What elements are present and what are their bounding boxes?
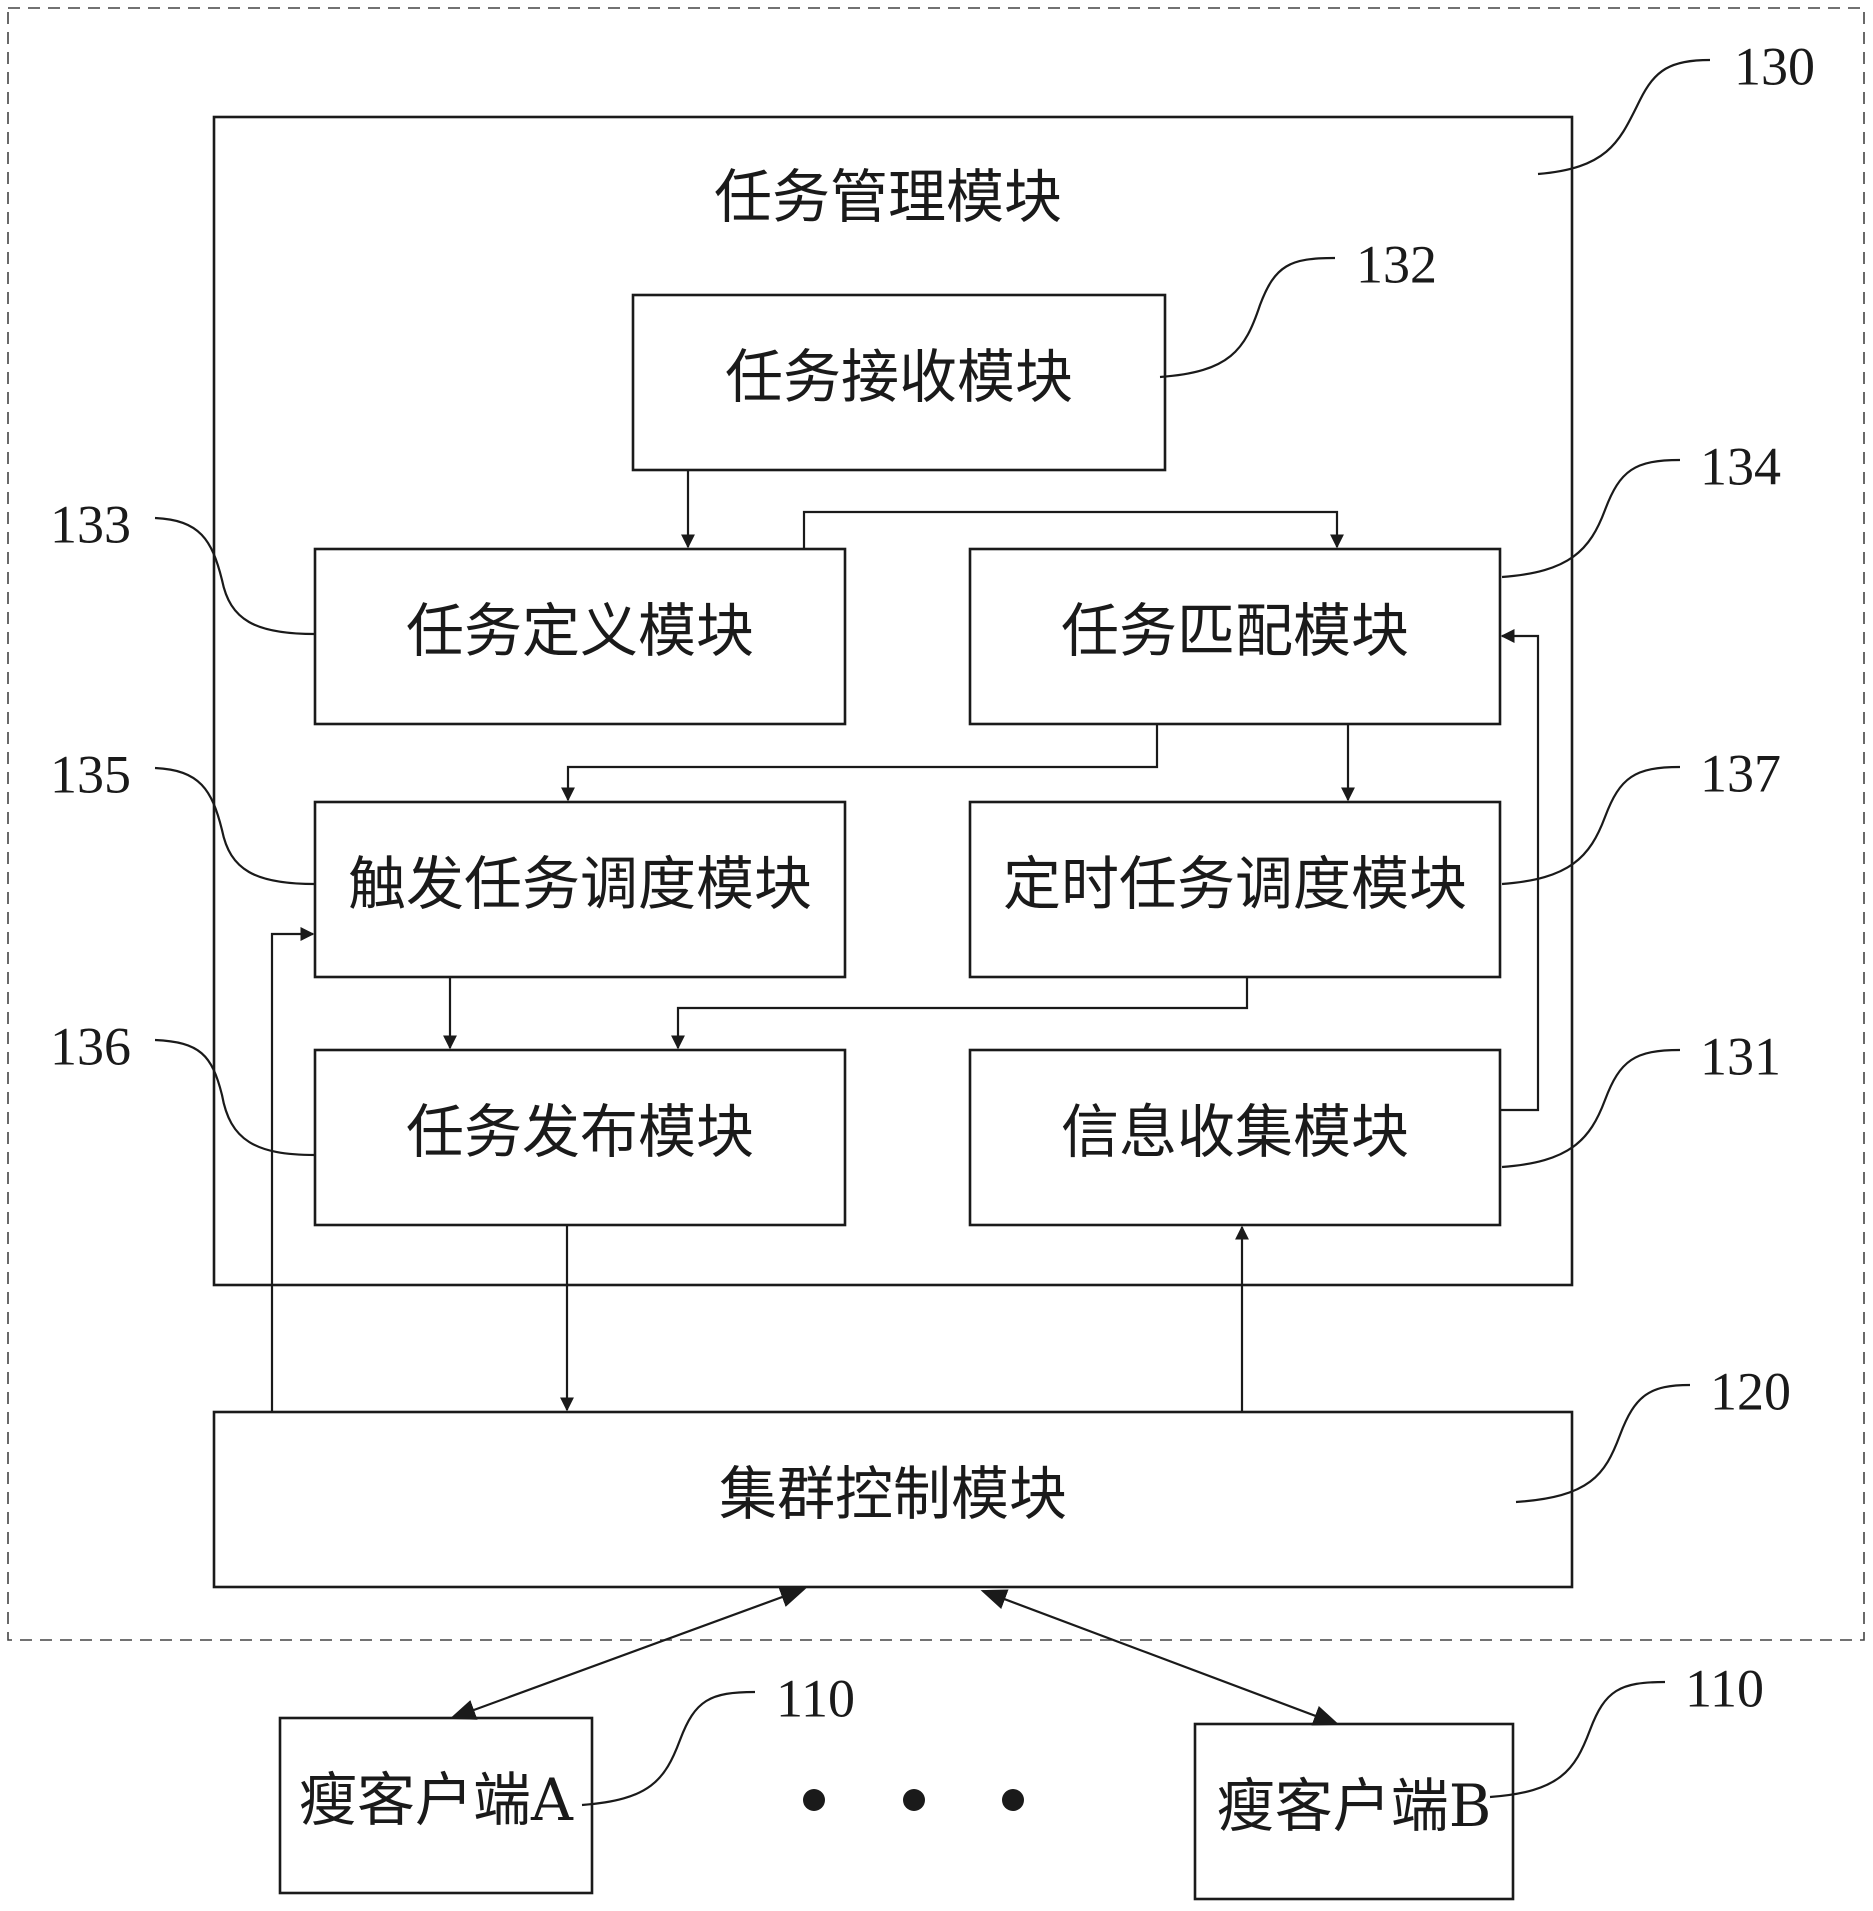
ref-130: 130	[1734, 36, 1815, 96]
arrow-cluster-to-trigger	[270, 927, 315, 1412]
task-publish-label: 任务发布模块	[406, 1098, 754, 1166]
thin-client-b	[1193, 1722, 1515, 1901]
leader-134	[1501, 458, 1681, 579]
ellipsis-dot	[1002, 1789, 1024, 1811]
thin-client-b-label: 瘦客户端B	[1217, 1772, 1492, 1840]
ref-133: 133	[50, 494, 131, 554]
ellipsis-dot	[803, 1789, 825, 1811]
task-receive-module	[631, 293, 1167, 472]
task-define-label: 任务定义模块	[406, 597, 754, 665]
trigger-schedule-label: 触发任务调度模块	[348, 850, 812, 918]
arrow-define-to-match	[802, 510, 1344, 549]
cluster-control-module	[212, 1410, 1574, 1589]
leader-120	[1515, 1383, 1691, 1504]
system-boundary	[7, 7, 1865, 1641]
task-define-module	[313, 547, 847, 726]
ref-134: 134	[1700, 436, 1781, 496]
arrow-cluster-client-a	[449, 1587, 807, 1720]
info-collect-label: 信息收集模块	[1061, 1098, 1409, 1166]
ref-110-a: 110	[776, 1668, 855, 1728]
ref-120: 120	[1710, 1361, 1791, 1421]
task-publish-module	[313, 1048, 847, 1227]
ellipsis-dot	[903, 1789, 925, 1811]
thin-client-a-label: 瘦客户端A	[299, 1766, 574, 1834]
task-management-title: 任务管理模块	[714, 163, 1062, 231]
timed-schedule-module	[968, 800, 1502, 979]
leader-135	[154, 766, 316, 886]
ref-136: 136	[50, 1016, 131, 1076]
arrow-cluster-client-b	[980, 1589, 1340, 1726]
leader-110-a	[581, 1690, 756, 1807]
task-receive-label: 任务接收模块	[725, 343, 1073, 411]
cluster-control-label: 集群控制模块	[719, 1460, 1067, 1528]
leader-136	[154, 1038, 316, 1157]
leader-110-b	[1489, 1680, 1666, 1799]
ref-131: 131	[1700, 1026, 1781, 1086]
ref-135: 135	[50, 744, 131, 804]
ref-132: 132	[1356, 234, 1437, 294]
leader-130	[1537, 58, 1711, 176]
leader-137	[1501, 765, 1681, 886]
leader-132	[1159, 256, 1336, 379]
thin-client-a	[278, 1716, 594, 1895]
trigger-schedule-module	[313, 800, 847, 979]
arrow-collect-to-match	[1500, 629, 1540, 1112]
ref-110-b: 110	[1685, 1658, 1764, 1718]
timed-schedule-label: 定时任务调度模块	[1003, 850, 1467, 918]
ref-137: 137	[1700, 743, 1781, 803]
arrow-timed-to-publish	[671, 977, 1249, 1050]
leader-131	[1501, 1048, 1681, 1169]
info-collect-module	[968, 1048, 1502, 1227]
task-match-label: 任务匹配模块	[1061, 597, 1409, 665]
arrow-match-to-trigger	[561, 724, 1159, 802]
leader-133	[154, 516, 316, 636]
task-match-module	[968, 547, 1502, 726]
